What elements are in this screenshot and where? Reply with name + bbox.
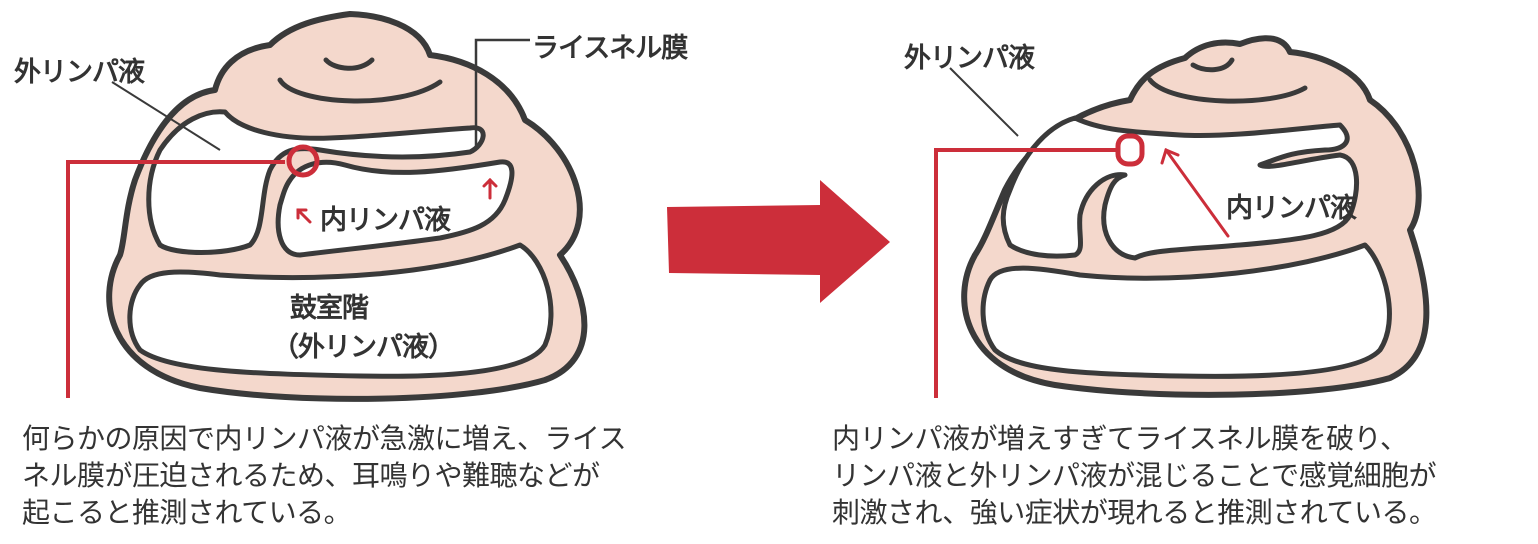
caption-line: 内リンパ液が増えすぎてライスネル膜を破り、 [832,422,1408,455]
left-caption: 何らかの原因で内リンパ液が急激に増え、ライス ネル膜が圧迫されるため、耳鳴りや難… [22,420,627,531]
callout-circle [286,144,320,178]
caption-line: 起こると推測されている。 [22,496,352,529]
scala-tympani-sub-label: （外リンパ液） [272,332,455,363]
scala-media-cavity [275,159,515,258]
endolymph-label: 内リンパ液 [1226,193,1357,224]
merged-cavity [1000,115,1360,261]
reissner-membrane-label: ライスネル膜 [532,33,688,64]
perilymph-leader-line [949,67,1019,137]
scala-tympani-label: 鼓室階 [290,293,369,324]
scala-tympani-cavity [980,242,1392,379]
endolymph-label: 内リンパ液 [320,205,451,236]
callout-marker [1115,133,1145,167]
callout-line [934,148,1118,398]
pressure-arrow-icon [482,177,498,200]
rupture-arrow-icon [1160,147,1230,238]
caption-line: リンパ液と外リンパ液が混じることで感覚細胞が [832,459,1437,492]
caption-line: ネル膜が圧迫されるため、耳鳴りや難聴などが [22,459,600,492]
callout-line [66,160,285,398]
scala-vestibuli-cavity [146,109,486,255]
right-panel-ruptured-state: 外リンパ液 内リンパ液 内リンパ液が増えすぎてライスネル膜を破り、 リンパ液と外… [800,0,1538,544]
right-caption: 内リンパ液が増えすぎてライスネル膜を破り、 リンパ液と外リンパ液が混じることで感… [832,420,1437,531]
apex-spiral-outer [1147,77,1308,104]
cochlea-diagram-ruptured [934,35,1430,398]
pressure-arrow-icon [296,208,312,224]
cochlea-diagram-compressed [66,11,588,402]
right-arrow-icon [667,180,890,303]
perilymph-leader-line [111,81,221,151]
apex-spiral-inner [1190,57,1235,73]
reissner-leader-line [474,38,530,150]
apex-spiral-outer [277,77,443,104]
apex-spiral-inner [323,57,375,71]
caption-line: 刺激され、強い症状が現れると推測されている。 [832,496,1437,529]
perilymph-label: 外リンパ液 [14,57,145,88]
caption-line: 何らかの原因で内リンパ液が急激に増え、ライス [22,422,627,455]
perilymph-label: 外リンパ液 [904,43,1035,74]
scala-tympani-cavity [127,242,554,379]
left-panel-compressed-state: 外リンパ液 ライスネル膜 内リンパ液 鼓室階 （外リンパ液） 何らかの原因で内リ… [0,0,740,544]
